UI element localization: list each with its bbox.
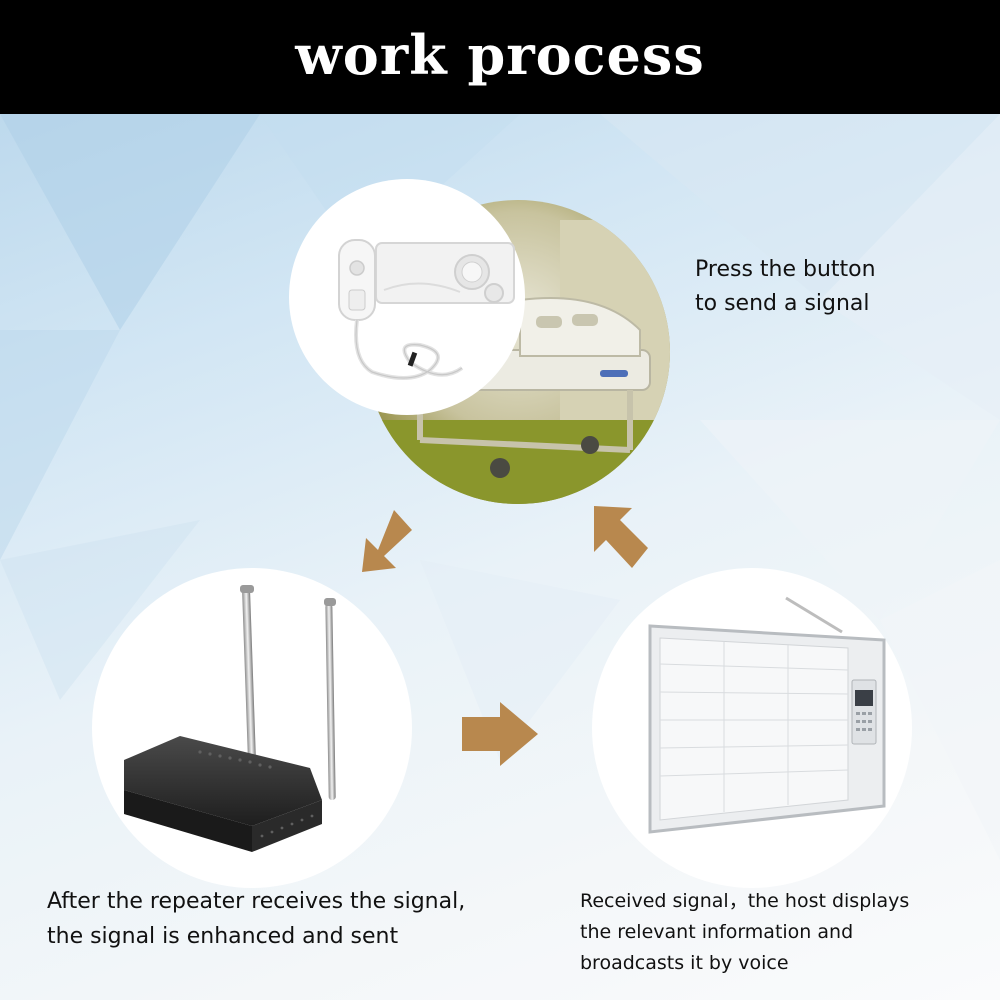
repeater-icon [92,568,412,888]
step-repeater-line-1: After the repeater receives the signal, [47,889,466,914]
step-repeater-label: After the repeater receives the signal, … [47,884,465,954]
step-host-line-1: Received signal，the host displays [580,890,910,912]
step-press-line-2: to send a signal [695,291,870,316]
call-button-icon [289,179,525,415]
step-press-line-1: Press the button [695,257,876,282]
step-repeater-line-2: the signal is enhanced and sent [47,924,399,949]
header-bar: work process [0,0,1000,114]
arrow-up-right [594,506,648,568]
host-display-icon [592,568,912,888]
arrow-right [462,702,538,766]
step-host-line-3: broadcasts it by voice [580,952,789,974]
step-host-label: Received signal，the host displays the re… [580,886,909,979]
arrow-down-left [362,510,412,572]
page-title: work process [295,23,705,87]
step-host-line-2: the relevant information and [580,921,854,943]
step-press-label: Press the button to send a signal [695,253,876,321]
